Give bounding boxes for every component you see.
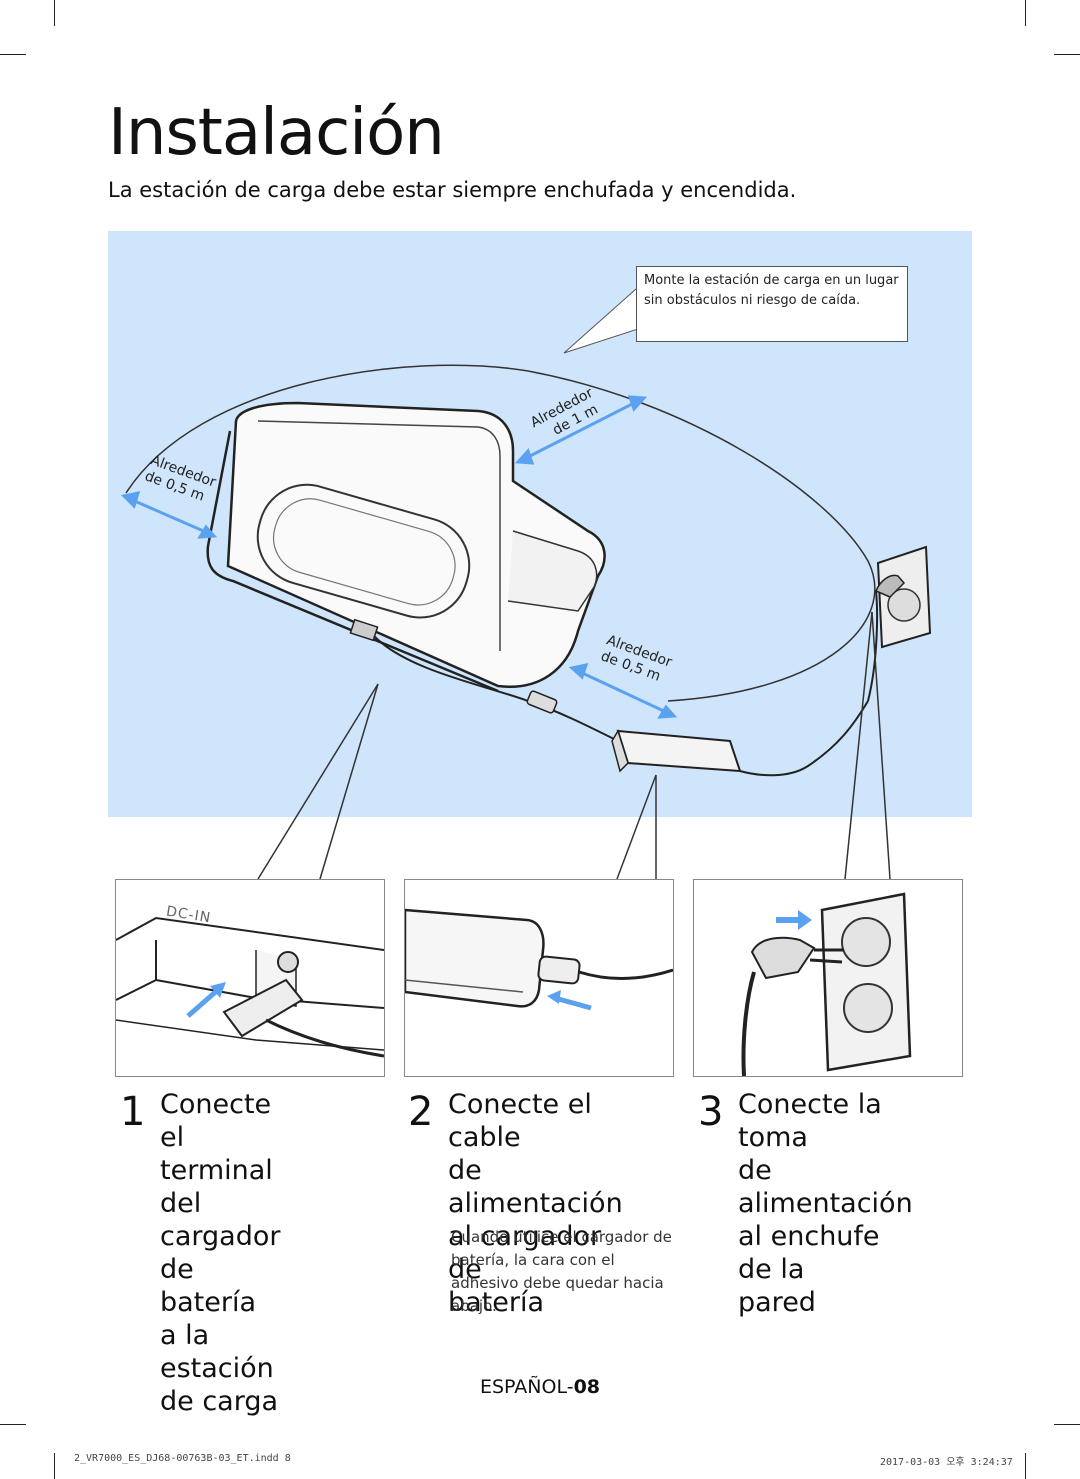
crop-mark — [0, 1424, 26, 1425]
step-number: 2 — [408, 1089, 434, 1135]
detail-panel-dc-in: DC-IN — [115, 879, 385, 1077]
step-text: Conecte el cable de alimentación al carg… — [448, 1089, 623, 1318]
step-text: Conecte la toma de alimentación al enchu… — [738, 1089, 913, 1318]
step-number: 3 — [698, 1089, 724, 1135]
crop-mark — [54, 1453, 55, 1479]
footer-timestamp: 2017-03-03 오후 3:24:37 — [880, 1457, 1013, 1468]
footer-filename: 2_VR7000_ES_DJ68-00763B-03_ET.indd 8 — [74, 1453, 291, 1464]
charging-station-illustration — [120, 288, 932, 777]
page-subtitle: La estación de carga debe estar siempre … — [108, 178, 797, 202]
placement-callout: Monte la estación de carga en un lugar s… — [636, 266, 908, 342]
step-number: 1 — [120, 1089, 146, 1135]
crop-mark — [1025, 0, 1026, 26]
distance-arrows — [120, 395, 678, 719]
step-2-note: Cuando utilice el cargador de batería, l… — [451, 1228, 672, 1315]
detail-panel-power-cable — [404, 879, 674, 1077]
crop-mark — [1054, 54, 1080, 55]
page-number: ESPAÑOL-08 — [479, 1376, 601, 1398]
detail-panel-wall-outlet — [693, 879, 963, 1077]
crop-mark — [54, 0, 55, 26]
page-title: Instalación — [108, 96, 445, 170]
crop-mark — [1025, 1453, 1026, 1479]
crop-mark — [1054, 1424, 1080, 1425]
crop-mark — [0, 54, 26, 55]
step-text: Conecte el terminal del cargador de bate… — [160, 1089, 281, 1417]
